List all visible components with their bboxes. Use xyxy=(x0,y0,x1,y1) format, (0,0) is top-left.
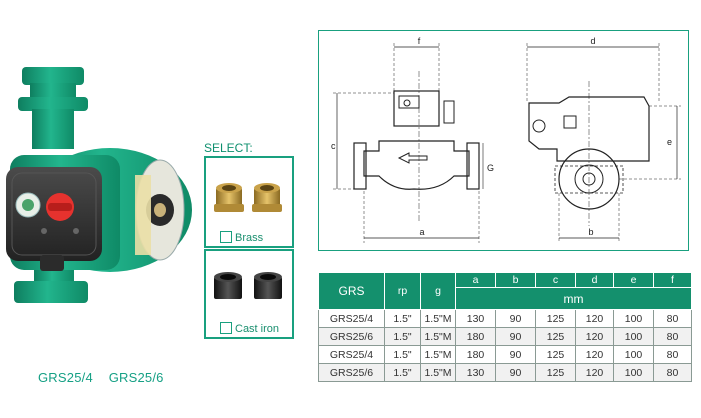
header-grs: GRS xyxy=(318,272,385,310)
table-cell: 100 xyxy=(613,363,654,382)
cast-iron-fittings-image xyxy=(214,272,282,299)
table-cell: 130 xyxy=(455,309,496,328)
table-cell: 90 xyxy=(495,327,536,346)
dim-f-label: f xyxy=(418,36,421,46)
table-cell: 1.5" xyxy=(384,363,421,382)
table-row: GRS25/4 1.5" 1.5"M 130 90 125 120 100 80 xyxy=(318,309,692,328)
dim-b-label: b xyxy=(588,227,593,237)
table-cell: 120 xyxy=(575,327,614,346)
table-cell: 125 xyxy=(535,327,576,346)
table-cell: 90 xyxy=(495,309,536,328)
table-cell: 1.5"M xyxy=(420,327,456,346)
table-cell: 90 xyxy=(495,345,536,364)
cast-iron-option-box[interactable]: Cast iron xyxy=(204,249,294,339)
header-f: f xyxy=(653,272,692,288)
table-cell: GRS25/6 xyxy=(318,327,385,346)
select-label: SELECT: xyxy=(204,141,253,155)
brass-checkbox[interactable] xyxy=(220,231,232,243)
table-cell: 90 xyxy=(495,363,536,382)
table-cell: 120 xyxy=(575,363,614,382)
table-cell: GRS25/4 xyxy=(318,309,385,328)
table-cell: 100 xyxy=(613,327,654,346)
brass-option-box[interactable]: Brass xyxy=(204,156,294,248)
table-cell: 1.5"M xyxy=(420,309,456,328)
brass-label: Brass xyxy=(235,232,264,244)
table-cell: 1.5" xyxy=(384,309,421,328)
table-cell: 100 xyxy=(613,345,654,364)
table-row: GRS25/6 1.5" 1.5"M 180 90 125 120 100 80 xyxy=(318,327,692,346)
table-row: GRS25/6 1.5" 1.5"M 130 90 125 120 100 80 xyxy=(318,363,692,382)
table-cell: 80 xyxy=(653,363,692,382)
header-a: a xyxy=(455,272,496,288)
header-d: d xyxy=(575,272,614,288)
model-name: GRS25/4 xyxy=(38,370,93,385)
cast-iron-label: Cast iron xyxy=(235,323,280,335)
header-b: b xyxy=(495,272,536,288)
table-cell: 1.5" xyxy=(384,327,421,346)
header-rp: rp xyxy=(384,272,421,310)
table-cell: 80 xyxy=(653,345,692,364)
dim-a-label: a xyxy=(419,227,424,237)
cast-iron-checkbox[interactable] xyxy=(220,322,232,334)
table-cell: 120 xyxy=(575,345,614,364)
table-cell: 80 xyxy=(653,327,692,346)
table-cell: 1.5"M xyxy=(420,363,456,382)
header-e: e xyxy=(613,272,654,288)
header-c: c xyxy=(535,272,576,288)
table-cell: 130 xyxy=(455,363,496,382)
header-unit: mm xyxy=(455,287,692,310)
table-cell: GRS25/6 xyxy=(318,363,385,382)
table-cell: 80 xyxy=(653,309,692,328)
brass-fittings-image xyxy=(214,183,282,212)
table-cell: 125 xyxy=(535,363,576,382)
table-cell: 100 xyxy=(613,309,654,328)
model-name: GRS25/6 xyxy=(108,370,164,385)
table-cell: 180 xyxy=(455,345,496,364)
dim-d-label: d xyxy=(590,36,595,46)
dim-g-label: G xyxy=(487,163,494,173)
table-cell: 125 xyxy=(535,309,576,328)
table-cell: GRS25/4 xyxy=(318,345,385,364)
table-row: GRS25/4 1.5" 1.5"M 180 90 125 120 100 80 xyxy=(318,345,692,364)
table-cell: 1.5" xyxy=(384,345,421,364)
header-g: g xyxy=(420,272,456,310)
dim-c-label: c xyxy=(331,141,336,151)
spec-table: GRS rp g a b c d e f mm GRS25/4 1.5" 1.5… xyxy=(318,272,692,382)
pump-illustration xyxy=(6,67,192,303)
table-cell: 1.5"M xyxy=(420,345,456,364)
model-names: GRS25/4 GRS25/6 xyxy=(38,370,176,385)
dim-e-label: e xyxy=(667,137,672,147)
table-cell: 120 xyxy=(575,309,614,328)
dimension-drawing: f c G a d e b xyxy=(318,30,689,251)
table-cell: 125 xyxy=(535,345,576,364)
table-cell: 180 xyxy=(455,327,496,346)
